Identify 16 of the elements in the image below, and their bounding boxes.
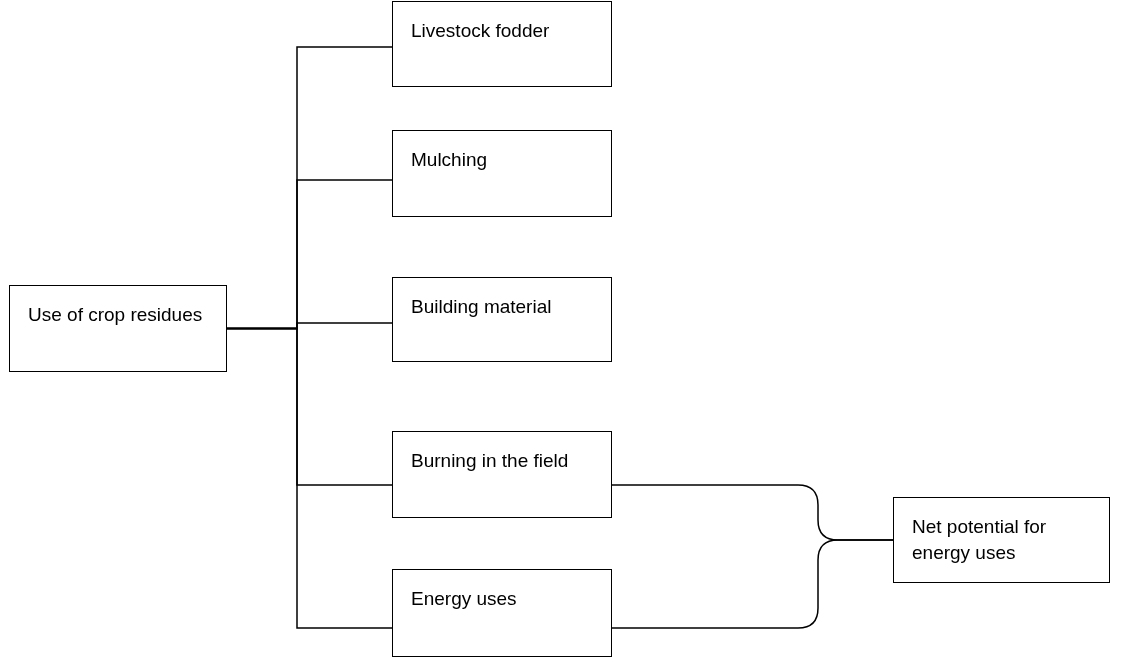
box-label: Livestock fodder [411, 19, 551, 43]
connector-line [226, 327, 393, 629]
box-label: Mulching [411, 148, 489, 172]
process-box [392, 277, 612, 362]
connector-line [611, 539, 894, 629]
box-label: Use of crop residues [28, 303, 204, 327]
process-box [392, 1, 612, 87]
box-label: Energy uses [411, 587, 518, 611]
box-label: Building material [411, 295, 553, 319]
process-box [9, 285, 227, 372]
process-box [392, 130, 612, 217]
process-box [893, 497, 1110, 583]
process-box [392, 431, 612, 518]
box-label: Burning in the field [411, 449, 570, 473]
box-label: Net potential for energy uses [912, 515, 1048, 565]
process-box [392, 569, 612, 657]
